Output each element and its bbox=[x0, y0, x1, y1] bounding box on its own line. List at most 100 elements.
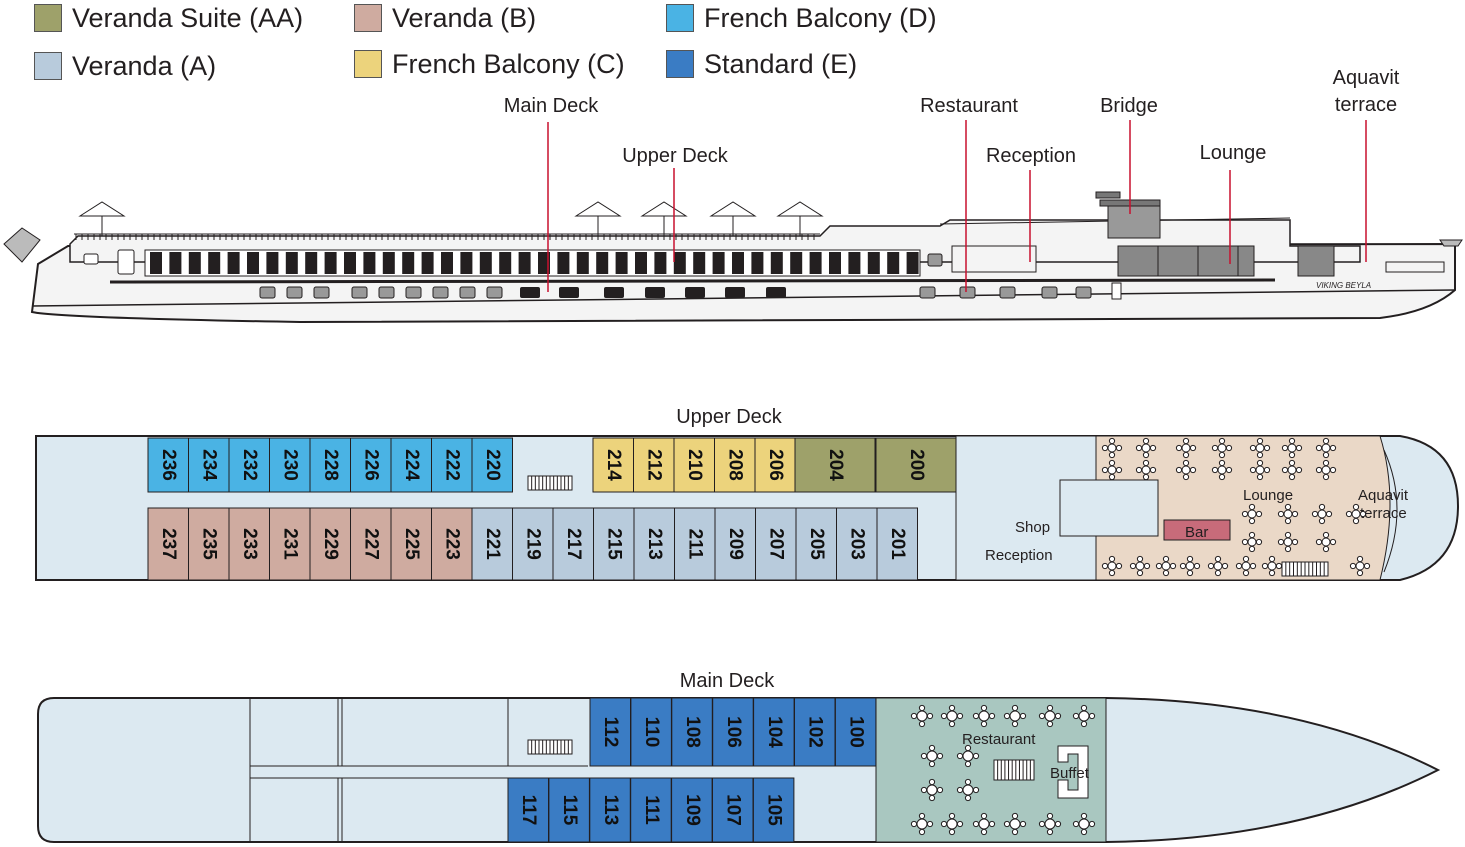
cabin-217[interactable]: 217 bbox=[552, 507, 594, 581]
cabin-107[interactable]: 107 bbox=[712, 777, 754, 843]
cabin-225[interactable]: 225 bbox=[390, 507, 432, 581]
cabin-235[interactable]: 235 bbox=[188, 507, 230, 581]
cabin-219[interactable]: 219 bbox=[512, 507, 554, 581]
cabin-number: 203 bbox=[847, 528, 868, 560]
cabin-220[interactable]: 220 bbox=[471, 437, 513, 493]
porthole bbox=[919, 286, 936, 299]
window bbox=[150, 252, 162, 274]
cabin-fill bbox=[309, 507, 351, 581]
cabin-215[interactable]: 215 bbox=[593, 507, 635, 581]
cabin-105[interactable]: 105 bbox=[752, 777, 795, 843]
cabin-221[interactable]: 221 bbox=[471, 507, 513, 581]
cabin-113[interactable]: 113 bbox=[589, 777, 631, 843]
cabin-214[interactable]: 214 bbox=[592, 437, 634, 493]
cabin-227[interactable]: 227 bbox=[350, 507, 392, 581]
cabin-228[interactable]: 228 bbox=[309, 437, 351, 493]
cabin-104[interactable]: 104 bbox=[753, 697, 795, 767]
cabin-231[interactable]: 231 bbox=[269, 507, 311, 581]
cabin-204[interactable]: 204 bbox=[794, 437, 876, 493]
cabin-number: 234 bbox=[199, 449, 220, 481]
window bbox=[809, 252, 822, 274]
cabin-207[interactable]: 207 bbox=[755, 507, 797, 581]
cabin-number: 222 bbox=[442, 449, 463, 481]
window bbox=[712, 252, 725, 274]
table-icon bbox=[1135, 459, 1157, 481]
window bbox=[829, 252, 841, 274]
porthole bbox=[313, 286, 330, 299]
cabin-number: 217 bbox=[563, 528, 584, 560]
table-icon bbox=[1101, 555, 1123, 577]
lounge-window bbox=[1117, 245, 1159, 277]
table-icon bbox=[1101, 437, 1123, 459]
cabin-223[interactable]: 223 bbox=[431, 507, 473, 581]
cabin-201[interactable]: 201 bbox=[876, 507, 918, 581]
restaurant-seating bbox=[910, 704, 1096, 836]
cabin-229[interactable]: 229 bbox=[309, 507, 351, 581]
lounge-label: Lounge bbox=[1243, 487, 1293, 504]
cabin-111[interactable]: 111 bbox=[630, 777, 672, 843]
cabin-237[interactable]: 237 bbox=[147, 507, 189, 581]
cabin-fill bbox=[471, 437, 513, 493]
main-deck-title: Main Deck bbox=[680, 670, 775, 692]
window bbox=[615, 252, 628, 274]
legend-label: Veranda (B) bbox=[392, 2, 537, 33]
table-icon bbox=[1207, 555, 1229, 577]
cabin-205[interactable]: 205 bbox=[795, 507, 837, 581]
cabin-233[interactable]: 233 bbox=[228, 507, 270, 581]
cabin-108[interactable]: 108 bbox=[671, 697, 713, 767]
reception-window bbox=[951, 245, 1037, 273]
cabin-115[interactable]: 115 bbox=[548, 777, 590, 843]
cabin-number: 224 bbox=[401, 449, 422, 481]
table-icon bbox=[1277, 503, 1299, 525]
cabin-number: 228 bbox=[320, 449, 341, 481]
cabin-112[interactable]: 112 bbox=[589, 697, 631, 767]
porthole bbox=[559, 287, 579, 298]
cabin-102[interactable]: 102 bbox=[794, 697, 836, 767]
cabin-212[interactable]: 212 bbox=[633, 437, 675, 493]
cabin-236[interactable]: 236 bbox=[147, 437, 189, 493]
cabin-210[interactable]: 210 bbox=[673, 437, 715, 493]
cabin-100[interactable]: 100 bbox=[834, 697, 877, 767]
hull-door bbox=[1111, 282, 1122, 300]
cabin-number: 210 bbox=[684, 449, 705, 481]
callout-aquavit-line1: Aquavit bbox=[1333, 67, 1400, 89]
porthole bbox=[405, 286, 422, 299]
window bbox=[635, 252, 647, 274]
cabin-110[interactable]: 110 bbox=[630, 697, 672, 767]
legend-item-standard-e: Standard (E) bbox=[666, 48, 857, 80]
cabin-117[interactable]: 117 bbox=[507, 777, 549, 843]
legend-item-veranda-b: Veranda (B) bbox=[354, 2, 536, 34]
upper-deck-title: Upper Deck bbox=[676, 406, 783, 428]
cabin-213[interactable]: 213 bbox=[633, 507, 675, 581]
cabin-208[interactable]: 208 bbox=[714, 437, 756, 493]
cabin-200[interactable]: 200 bbox=[875, 437, 957, 493]
cabin-234[interactable]: 234 bbox=[188, 437, 230, 493]
cabin-209[interactable]: 209 bbox=[714, 507, 756, 581]
cabin-203[interactable]: 203 bbox=[836, 507, 878, 581]
table-icon bbox=[940, 704, 964, 728]
cabin-232[interactable]: 232 bbox=[228, 437, 270, 493]
lounge-window bbox=[1237, 245, 1255, 277]
cabin-211[interactable]: 211 bbox=[674, 507, 716, 581]
callout-reception: Reception bbox=[986, 145, 1076, 167]
aquavit-terrace-arc bbox=[1383, 449, 1398, 573]
window bbox=[285, 252, 298, 274]
legend-swatch bbox=[34, 52, 62, 80]
cabin-226[interactable]: 226 bbox=[350, 437, 392, 493]
cabin-fill bbox=[834, 697, 877, 767]
cabin-224[interactable]: 224 bbox=[390, 437, 432, 493]
cabin-230[interactable]: 230 bbox=[269, 437, 311, 493]
cabin-222[interactable]: 222 bbox=[431, 437, 473, 493]
table-icon bbox=[1315, 531, 1337, 553]
callout-main-deck: Main Deck bbox=[504, 95, 599, 117]
porthole bbox=[459, 286, 476, 299]
cabin-206[interactable]: 206 bbox=[754, 437, 796, 493]
window bbox=[576, 252, 589, 274]
cabin-106[interactable]: 106 bbox=[712, 697, 754, 767]
cabin-109[interactable]: 109 bbox=[671, 777, 713, 843]
umbrella-icon bbox=[78, 201, 126, 236]
table-icon bbox=[1281, 437, 1303, 459]
table-icon bbox=[1235, 555, 1257, 577]
